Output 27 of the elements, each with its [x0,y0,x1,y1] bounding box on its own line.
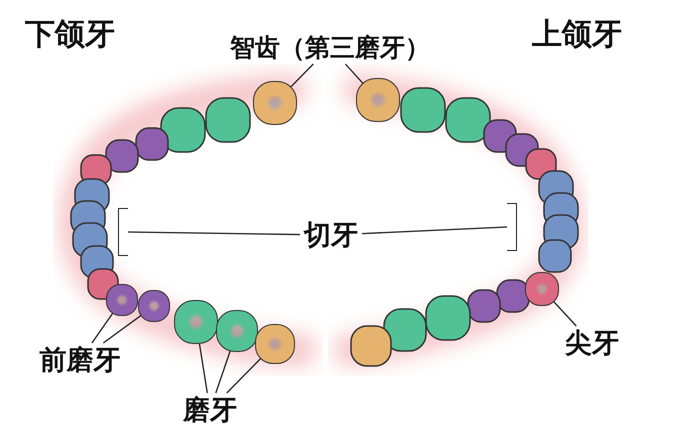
leader-line [362,226,508,234]
leader-line [128,231,300,236]
leader-line [198,344,208,394]
tooth-type-label: 尖牙 [556,326,628,360]
tooth [106,284,138,316]
tooth-type-label: 磨牙 [174,393,246,427]
tooth [525,272,559,306]
tooth [253,81,297,125]
tooth [174,300,218,344]
leader-line [226,358,262,394]
bracket [507,203,517,251]
jaw-title: 上颌牙 [532,20,622,50]
tooth [255,324,295,364]
tooth-type-label: 前磨牙 [28,343,132,377]
leader-line [102,314,142,344]
tooth [356,78,400,122]
bracket [118,208,128,256]
tooth [216,310,258,352]
leader-line [91,312,114,344]
jaw-title: 下颌牙 [25,20,115,50]
leader-line [215,350,231,394]
tooth [138,290,170,322]
leader-line [290,64,314,88]
leader-line [553,301,577,326]
tooth-type-label: 切牙 [300,218,362,252]
tooth-type-label: 智齿（第三磨牙） [212,30,448,64]
leader-line [344,64,364,84]
